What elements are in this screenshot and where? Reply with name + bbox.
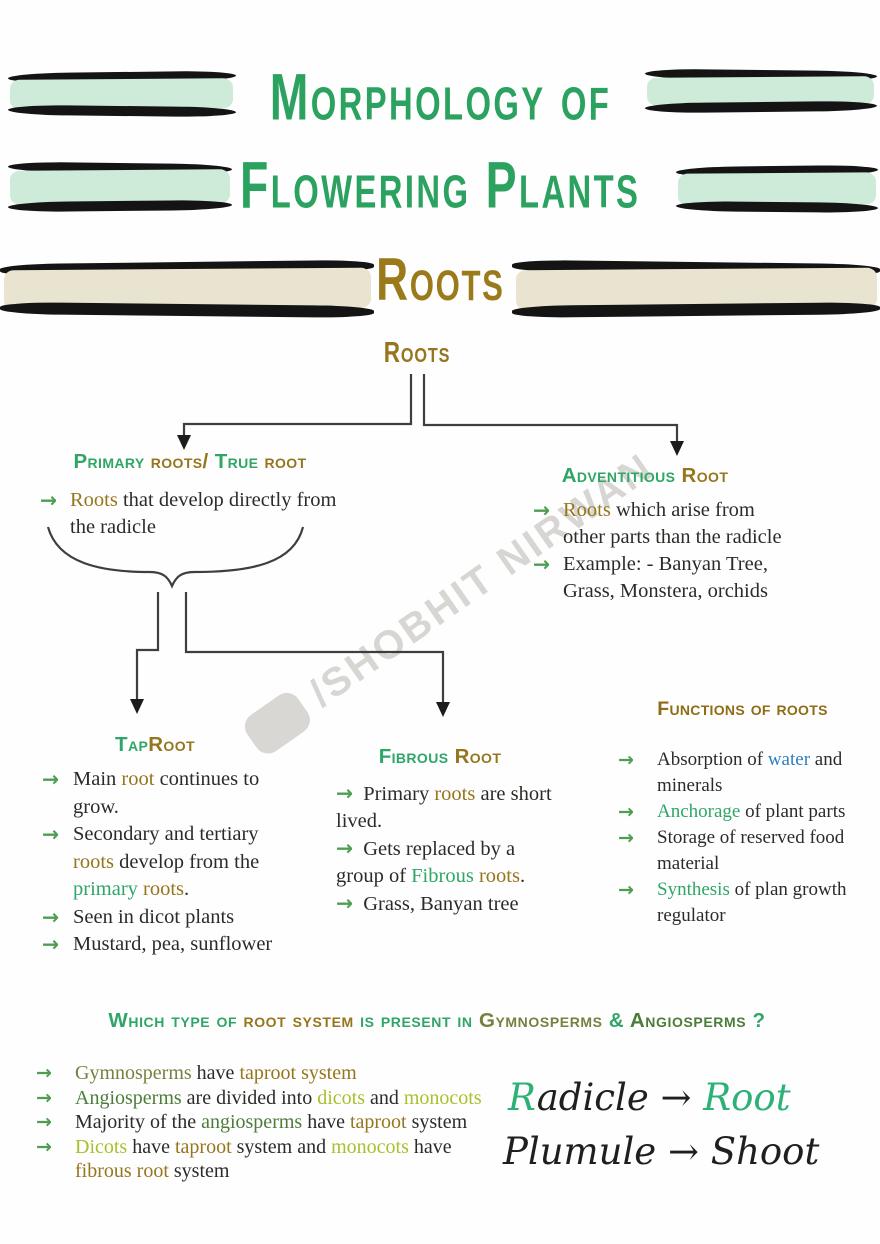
tree-node-roots: Roots — [383, 336, 451, 370]
bullet-arrow-icon: → — [42, 932, 60, 956]
list-item: → Roots which arise from other parts tha… — [533, 498, 782, 548]
list-item: → Mustard, pea, sunflower — [42, 931, 290, 959]
list-item: →Grass, Banyan tree — [336, 891, 519, 915]
question-heading: Which type of root system is present in … — [108, 1009, 766, 1032]
list-item: → Absorption of water and minerals — [618, 749, 843, 796]
bullet-arrow-icon: → — [40, 488, 58, 512]
bullet-arrow-icon: → — [36, 1111, 52, 1134]
list-item: → Secondary and tertiary roots develop f… — [42, 822, 260, 900]
list-item: →Gets replaced by a group of Fibrous roo… — [336, 836, 526, 887]
taproot-bullets: → Main root continues to grow. → Seconda… — [42, 766, 290, 959]
bullet-arrow-icon: → — [36, 1086, 52, 1109]
list-item: → Majority of the angiosperms have tapro… — [36, 1111, 468, 1134]
list-item: → Synthesis of plan growth regulator — [618, 879, 847, 926]
handwritten-radicle-root: Radicle → Root — [508, 1076, 791, 1119]
bullet-arrow-icon: → — [533, 498, 551, 522]
page-title-line2: Flowering Plants — [239, 148, 641, 223]
adventitious-root-bullets: → Roots which arise from other parts tha… — [533, 497, 785, 605]
functions-bullets: → Absorption of water and minerals → Anc… — [618, 747, 864, 929]
list-item: → Example: - Banyan Tree, Grass, Monster… — [533, 552, 768, 602]
bullet-arrow-icon: → — [618, 879, 634, 901]
answer-bullets: → Gymnosperms have taproot system → Angi… — [36, 1061, 488, 1184]
handwritten-plumule-shoot: Plumule → Shoot — [503, 1130, 820, 1173]
list-item: → Anchorage of plant parts — [618, 801, 846, 823]
bullet-arrow-icon: → — [618, 749, 634, 771]
list-item: → Angiosperms are divided into dicots an… — [36, 1086, 482, 1109]
bullet-arrow-icon: → — [533, 552, 551, 576]
heading-taproot: TapRoot — [115, 733, 195, 756]
bullet-arrow-icon: → — [618, 801, 634, 823]
heading-functions-of-roots: Functions of roots — [657, 698, 828, 720]
list-item: → Roots that develop directly from the r… — [40, 488, 337, 538]
page-title-line1: Morphology of — [269, 60, 611, 135]
bullet-arrow-icon: → — [42, 822, 60, 846]
bullet-arrow-icon: → — [618, 827, 634, 849]
bullet-arrow-icon: → — [36, 1135, 52, 1158]
bullet-arrow-icon: → — [42, 767, 60, 791]
list-item: →Primary roots are short lived. — [336, 781, 552, 832]
bullet-arrow-icon: → — [336, 781, 354, 805]
heading-fibrous-root: Fibrous Root — [378, 745, 502, 768]
list-item: → Main root continues to grow. — [42, 767, 260, 818]
fibrous-root-bullets: →Primary roots are short lived. →Gets re… — [336, 780, 564, 918]
list-item: → Dicots have taproot system and monocot… — [36, 1135, 452, 1183]
bullet-arrow-icon: → — [36, 1062, 52, 1084]
list-item: → Storage of reserved food material — [618, 827, 845, 874]
bullet-arrow-icon: → — [336, 891, 354, 915]
heading-adventitious-root: Adventitious Root — [561, 464, 729, 487]
heading-primary-roots: Primary roots/ True root — [73, 450, 307, 473]
bullet-arrow-icon: → — [42, 904, 60, 929]
primary-roots-bullets: → Roots that develop directly from the r… — [40, 487, 352, 541]
section-heading-roots: Roots — [375, 246, 505, 314]
list-item: → Seen in dicot plants — [42, 904, 290, 932]
list-item: → Gymnosperms have taproot system — [36, 1062, 357, 1084]
bullet-arrow-icon: → — [336, 836, 354, 860]
